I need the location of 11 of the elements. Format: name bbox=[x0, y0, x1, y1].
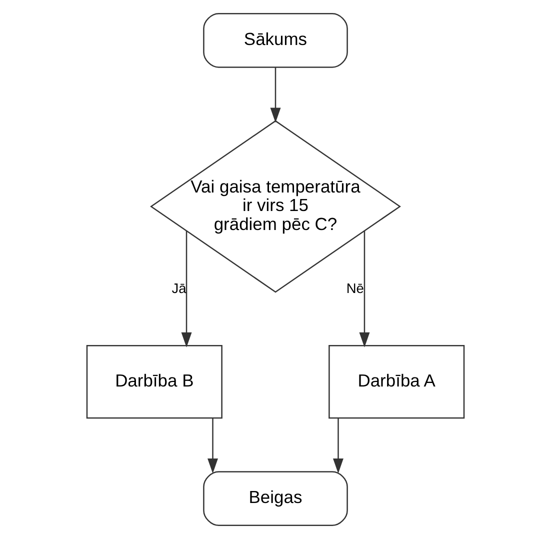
arrow bbox=[358, 230, 370, 348]
arrow bbox=[180, 230, 192, 348]
node-box: Darbība B bbox=[86, 345, 222, 419]
edge-label: Nē bbox=[346, 280, 364, 296]
edge-label: Jā bbox=[171, 280, 186, 296]
arrow bbox=[270, 67, 280, 123]
node-box: Beigas bbox=[202, 471, 348, 526]
node-box: Sākums bbox=[202, 12, 348, 68]
arrow bbox=[332, 418, 343, 474]
node-box: Darbība A bbox=[328, 345, 464, 419]
arrow bbox=[207, 418, 218, 474]
